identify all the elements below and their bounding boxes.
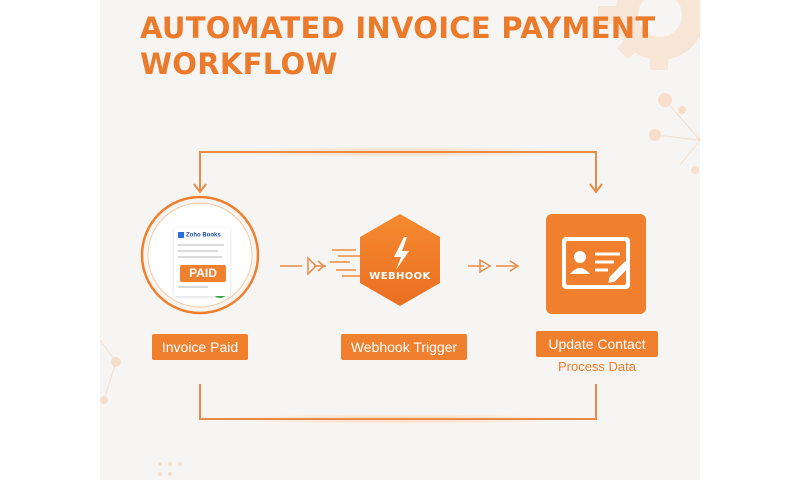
webhook-hexagon-icon [360, 214, 440, 306]
contact-card-edit-icon [562, 237, 631, 289]
network-dots-decoration [649, 93, 700, 174]
paid-stamp: PAID [180, 265, 226, 282]
workflow-canvas: AUTOMATED INVOICE PAYMENT WORKFLOW Zoho … [100, 0, 700, 480]
bottom-loop-connector [199, 384, 597, 424]
zoho-books-brand: Zoho Books [186, 232, 221, 239]
title-line-2: WORKFLOW [140, 47, 338, 81]
process-data-sublabel: Process Data [557, 359, 637, 374]
webhook-badge-label: WEBHOOK [369, 271, 431, 282]
gear-decoration-icon [598, 0, 700, 70]
update-contact-label: Update Contact [536, 331, 658, 357]
page-title: AUTOMATED INVOICE PAYMENT WORKFLOW [140, 10, 660, 82]
update-contact-node [546, 214, 646, 314]
title-line-1: AUTOMATED INVOICE PAYMENT [140, 11, 656, 45]
webhook-trigger-label: Webhook Trigger [341, 334, 467, 360]
paid-invoice-icon: Zoho Books [174, 228, 230, 296]
lightning-bolt-icon [394, 237, 409, 270]
top-loop-connector [193, 147, 603, 194]
invoice-paid-label: Invoice Paid [152, 334, 248, 360]
network-dots-decoration-left [100, 339, 182, 476]
flow-arrow-1 [280, 249, 362, 277]
flow-arrow-2 [468, 258, 520, 274]
zoho-books-logo: Zoho Books [178, 232, 221, 239]
